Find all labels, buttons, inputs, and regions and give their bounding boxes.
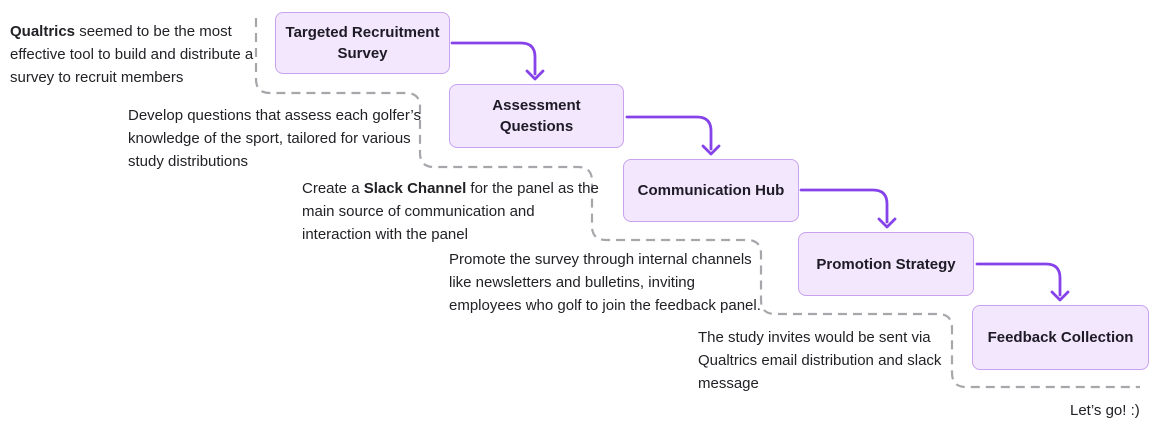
annotation-line: Promote the survey through internal chan… [449, 251, 752, 268]
arrowhead-down-icon [877, 217, 897, 229]
flow-step-label: Assessment Questions [492, 97, 581, 135]
arrowhead-down-icon [525, 69, 545, 81]
annotation-line: The study invites would be sent via [698, 329, 931, 346]
flow-step-label: Feedback Collection [987, 329, 1134, 346]
flow-step-assessment-questions: Assessment Questions [449, 84, 624, 148]
flow-step-targeted-recruitment-survey: Targeted Recruitment Survey [275, 12, 450, 74]
flow-arrow-1 [450, 41, 545, 81]
flow-step-label: Promotion Strategy [816, 255, 956, 273]
annotation-study-invites: The study invites would be sent via Qual… [698, 326, 941, 395]
flow-step-feedback-collection: Feedback Collection [972, 305, 1149, 370]
flow-arrow-2 [625, 115, 721, 156]
flow-arrow-3 [799, 188, 897, 229]
annotation-line: Create a Slack Channel for the panel as … [302, 180, 599, 197]
dashed-connector-path [254, 18, 1140, 389]
flow-step-label: Targeted Recruitment Survey [285, 24, 440, 62]
annotation-line: knowledge of the sport, tailored for var… [128, 130, 411, 147]
annotation-line: Develop questions that assess each golfe… [128, 107, 421, 124]
annotation-line: message [698, 375, 759, 392]
flow-step-communication-hub: Communication Hub [623, 159, 799, 222]
annotation-line: like newsletters and bulletins, inviting [449, 274, 695, 291]
annotation-line: Qualtrics email distribution and slack [698, 352, 942, 369]
annotation-line: main source of communication and [302, 203, 535, 220]
flow-step-promotion-strategy: Promotion Strategy [798, 232, 974, 296]
flow-arrow-4 [975, 262, 1070, 302]
flow-step-label: Communication Hub [637, 182, 785, 199]
lets-go-text: Let’s go! :) [1070, 402, 1140, 419]
annotation-line: study distributions [128, 153, 249, 170]
annotation-qualtrics: Qualtrics seemed to be the most effectiv… [10, 20, 253, 89]
annotation-line: survey to recruit members [10, 69, 184, 86]
annotation-line: Qualtrics seemed to be the most [10, 23, 232, 40]
annotation-slack-channel: Create a Slack Channel for the panel as … [302, 177, 599, 246]
arrowhead-down-icon [1050, 290, 1070, 302]
annotation-line: effective tool to build and distribute a [10, 46, 254, 63]
arrowhead-down-icon [701, 144, 721, 156]
annotation-promotion: Promote the survey through internal chan… [449, 248, 761, 317]
annotation-line: interaction with the panel [302, 226, 468, 243]
annotation-line: employees who golf to join the feedback … [449, 297, 761, 314]
annotation-assessment-questions: Develop questions that assess each golfe… [128, 104, 421, 173]
